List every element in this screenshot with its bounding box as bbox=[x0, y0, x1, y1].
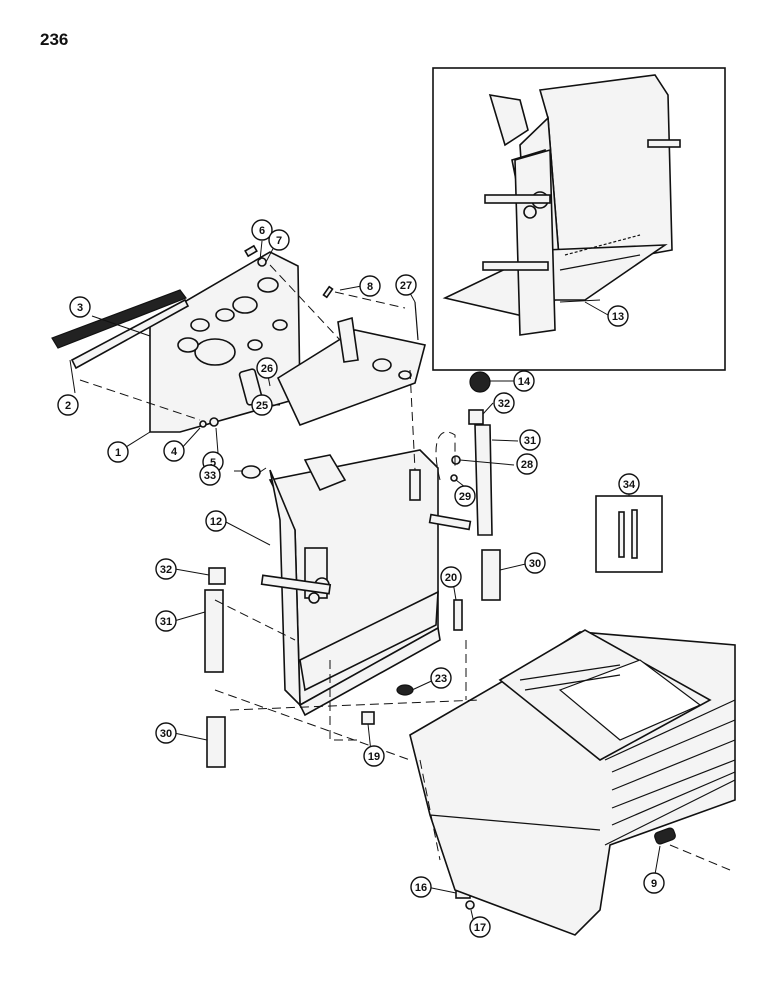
svg-text:4: 4 bbox=[171, 446, 178, 458]
svg-text:23: 23 bbox=[435, 673, 447, 685]
callout-2: 2 bbox=[57, 394, 79, 416]
callout-9: 9 bbox=[643, 872, 665, 894]
svg-text:27: 27 bbox=[400, 280, 412, 292]
svg-text:7: 7 bbox=[276, 235, 282, 247]
callout-25: 25 bbox=[251, 394, 273, 416]
callout-32-left: 32 bbox=[155, 558, 177, 580]
svg-text:1: 1 bbox=[115, 447, 121, 459]
svg-text:19: 19 bbox=[368, 751, 380, 763]
callout-28: 28 bbox=[516, 453, 538, 475]
svg-text:3: 3 bbox=[77, 302, 83, 314]
callout-30-left: 30 bbox=[155, 722, 177, 744]
callout-4: 4 bbox=[163, 440, 185, 462]
callout-17: 17 bbox=[469, 916, 491, 938]
main-frame bbox=[260, 449, 472, 717]
svg-text:13: 13 bbox=[612, 311, 624, 323]
svg-text:31: 31 bbox=[160, 616, 172, 628]
callout-26: 26 bbox=[256, 357, 278, 379]
callout-1: 1 bbox=[107, 441, 129, 463]
callout-6: 6 bbox=[251, 219, 273, 241]
svg-text:9: 9 bbox=[651, 878, 657, 890]
svg-text:17: 17 bbox=[474, 922, 486, 934]
svg-text:5: 5 bbox=[210, 457, 216, 469]
callout-31-right: 31 bbox=[519, 429, 541, 451]
fender-housing bbox=[409, 629, 736, 936]
svg-text:30: 30 bbox=[160, 728, 172, 740]
callout-12: 12 bbox=[205, 510, 227, 532]
svg-text:34: 34 bbox=[623, 479, 636, 491]
callout-23: 23 bbox=[430, 667, 452, 689]
pin-kit-box bbox=[595, 495, 663, 573]
svg-text:30: 30 bbox=[529, 558, 541, 570]
inset-assembly-view bbox=[432, 67, 726, 371]
callout-7: 7 bbox=[268, 229, 290, 251]
svg-text:33: 33 bbox=[204, 470, 216, 482]
callout-3: 3 bbox=[69, 296, 91, 318]
callout-27: 27 bbox=[395, 274, 417, 296]
callout-20: 20 bbox=[440, 566, 462, 588]
svg-text:14: 14 bbox=[518, 376, 531, 388]
posts bbox=[204, 371, 501, 768]
callout-8: 8 bbox=[359, 275, 381, 297]
svg-text:25: 25 bbox=[256, 400, 268, 412]
svg-text:32: 32 bbox=[160, 564, 172, 576]
callout-30-right: 30 bbox=[524, 552, 546, 574]
callout-34: 34 bbox=[618, 473, 640, 495]
svg-text:6: 6 bbox=[259, 225, 265, 237]
leader-lines bbox=[69, 240, 661, 924]
callouts: 1 2 3 4 5 6 7 8 9 12 13 14 16 17 19 20 2… bbox=[57, 219, 665, 938]
svg-text:20: 20 bbox=[445, 572, 457, 584]
svg-text:28: 28 bbox=[521, 459, 533, 471]
callout-31-left: 31 bbox=[155, 610, 177, 632]
svg-text:31: 31 bbox=[524, 435, 536, 447]
page-number: 236 bbox=[40, 30, 69, 49]
svg-text:2: 2 bbox=[65, 400, 71, 412]
svg-text:29: 29 bbox=[459, 491, 471, 503]
callout-16: 16 bbox=[410, 876, 432, 898]
svg-text:12: 12 bbox=[210, 516, 222, 528]
svg-text:8: 8 bbox=[367, 281, 373, 293]
callout-29: 29 bbox=[454, 485, 476, 507]
callout-13: 13 bbox=[607, 305, 629, 327]
svg-text:26: 26 bbox=[261, 363, 273, 375]
svg-text:16: 16 bbox=[415, 882, 427, 894]
callout-19: 19 bbox=[363, 745, 385, 767]
callout-32-right: 32 bbox=[493, 392, 515, 414]
callout-33: 33 bbox=[199, 464, 221, 486]
callout-14: 14 bbox=[513, 370, 535, 392]
svg-text:32: 32 bbox=[498, 398, 510, 410]
